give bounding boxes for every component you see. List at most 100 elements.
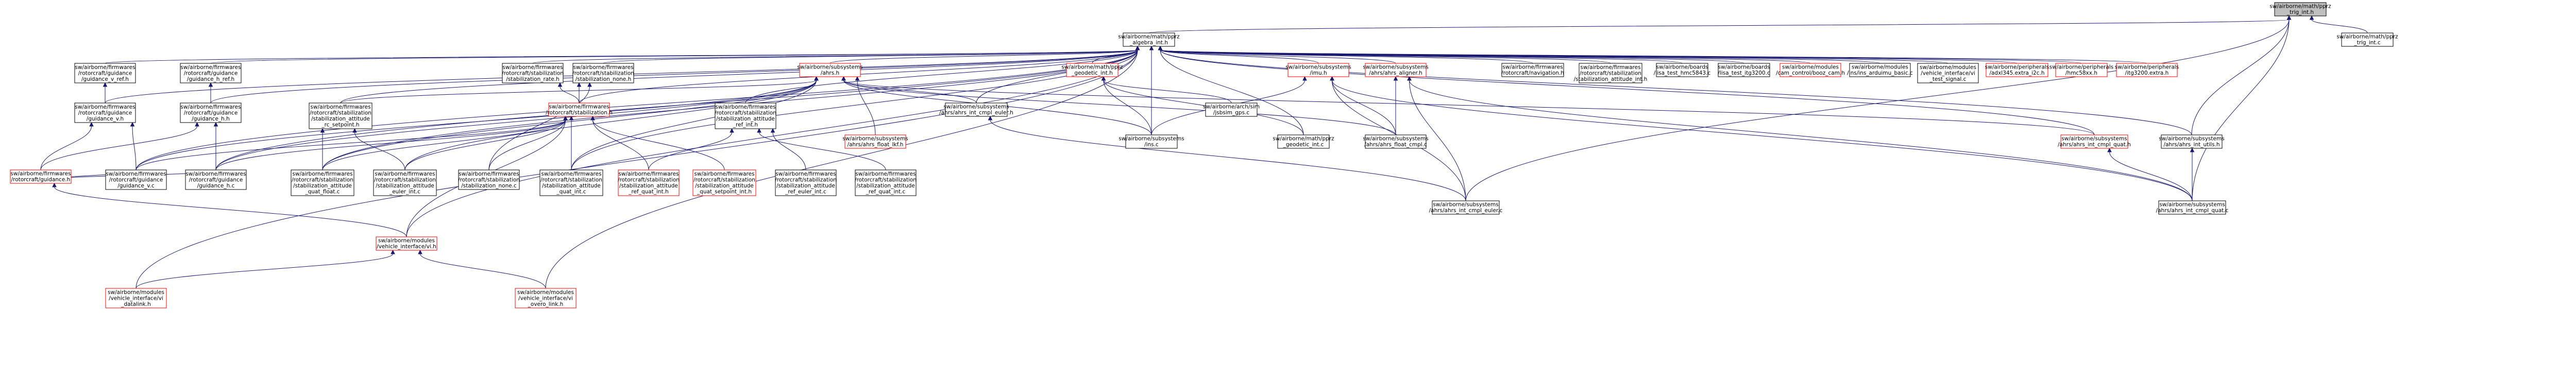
node-label-line: _quat_int.c	[556, 189, 586, 195]
graph-node-guidance-h[interactable]: sw/airborne/firmwares/rotorcraft/guidanc…	[10, 169, 72, 184]
node-box	[2060, 134, 2128, 149]
node-label-line: sw/airborne/boards	[1656, 64, 1708, 71]
node-label-line: /rotorcraft/stabilization.h	[546, 110, 613, 116]
graph-node-stab-rate-h[interactable]: sw/airborne/firmwares/rotorcraft/stabili…	[502, 63, 564, 83]
node-box	[572, 63, 634, 83]
node-label-line: sw/airborne/subsystems	[1363, 64, 1428, 71]
node-label-line: sw/airborne/arch/sim	[1203, 104, 1260, 110]
graph-node-guid-h-h[interactable]: sw/airborne/firmwares/rotorcraft/guidanc…	[180, 102, 242, 123]
dependency-edge	[2309, 15, 2368, 33]
graph-node-algebra-int-h[interactable]: sw/airborne/math/pprz_algebra_int.h	[1118, 32, 1180, 47]
node-box	[1123, 32, 1175, 47]
node-label-line: /guidance_h.c	[197, 183, 235, 189]
graph-node-guid-v-c[interactable]: sw/airborne/firmwares/rotorcraft/guidanc…	[105, 169, 167, 190]
graph-node-vi-overo-link-h[interactable]: sw/airborne/modules/vehicle_interface/vi…	[515, 288, 577, 308]
graph-node-ahrs-int-cmpl-quat-h[interactable]: sw/airborne/subsystems/ahrs/ahrs_int_cmp…	[2058, 134, 2131, 149]
node-label-line: /jsbsim_gps.c	[1213, 110, 1250, 116]
node-label-line: /rotorcraft/stabilization	[458, 177, 520, 183]
graph-node-lpc21-gps[interactable]: sw/airborne/arch/sim/jsbsim_gps.c	[1203, 102, 1260, 117]
graph-node-guid-v-h[interactable]: sw/airborne/firmwares/rotorcraft/guidanc…	[74, 102, 136, 123]
node-label-line: _algebra_int.h	[1129, 40, 1168, 46]
graph-node-geodetic-int-h[interactable]: sw/airborne/math/pprz_geodetic_int.h	[1061, 63, 1123, 77]
node-label-line: _rc_setpoint.h	[321, 122, 359, 128]
graph-node-cam-boost[interactable]: sw/airborne/modules/cam_control/booz_cam…	[1776, 63, 1845, 77]
node-label-line: sw/airborne/modules	[108, 289, 164, 296]
node-box	[185, 169, 247, 190]
graph-node-vi-h[interactable]: sw/airborne/modules/vehicle_interface/vi…	[376, 236, 437, 251]
node-label-line: /rotorcraft/stabilization	[715, 110, 776, 116]
node-box	[458, 169, 520, 190]
graph-node-stabilization-h[interactable]: sw/airborne/firmwares/rotorcraft/stabili…	[546, 102, 613, 117]
graph-node-stab-att-quat-sp-int-h[interactable]: sw/airborne/firmwares/rotorcraft/stabili…	[692, 169, 756, 196]
node-box	[376, 236, 437, 251]
graph-node-ahrs-int-cmpl-euler-c[interactable]: sw/airborne/subsystems/ahrs/ahrs_int_cmp…	[1429, 200, 1503, 215]
graph-node-guid-h-c[interactable]: sw/airborne/firmwares/rotorcraft/guidanc…	[185, 169, 247, 190]
node-box	[692, 169, 756, 196]
graph-node-ahrs-h[interactable]: sw/airborne/subsystems/ahrs.h	[797, 63, 863, 77]
node-label-line: /stabilization_rate.h	[506, 76, 560, 82]
node-label-line: sw/airborne/firmwares	[375, 171, 435, 177]
node-label-line: sw/airborne/firmwares	[180, 64, 241, 71]
graph-node-hmc5843-test[interactable]: sw/airborne/boards/lisa_test_hmc5843.c	[1654, 63, 1711, 77]
node-label-line: /guidance_h_ref.h	[187, 76, 234, 82]
node-label-line: /ahrs/ahrs_int_cmpl_quat.c	[2156, 208, 2229, 214]
graph-node-ahrs-float-lkf[interactable]: sw/airborne/subsystems/ahrs/ahrs_float_l…	[842, 134, 908, 149]
node-label-line: /stabilization_attitude	[856, 183, 915, 189]
graph-node-trig-int-c[interactable]: sw/airborne/math/pprz_trig_int.c	[2336, 32, 2398, 47]
graph-node-stab-none-h[interactable]: sw/airborne/firmwares/rotorcraft/stabili…	[572, 63, 634, 83]
dependency-edge	[1158, 45, 1304, 135]
dependency-edge	[105, 45, 1140, 64]
graph-node-stab-att-quat-int-c[interactable]: sw/airborne/firmwares/rotorcraft/stabili…	[539, 169, 603, 196]
node-label-line: /rotorcraft/stabilization	[1580, 70, 1641, 76]
graph-node-guid-v-ref-h[interactable]: sw/airborne/firmwares/rotorcraft/guidanc…	[74, 63, 136, 83]
node-box	[1432, 200, 1500, 215]
graph-node-stab-att-ref-euler-int-c[interactable]: sw/airborne/firmwares/rotorcraft/stabili…	[775, 169, 837, 196]
node-label-line: sw/airborne/subsystems	[2159, 136, 2224, 142]
node-label-line: _datalink.h	[121, 301, 150, 307]
node-box	[945, 102, 1008, 117]
graph-node-hmc58xx[interactable]: sw/airborne/peripherals/hmc58xx.h	[2049, 63, 2113, 77]
node-box	[1849, 63, 1911, 77]
node-box	[1579, 63, 1642, 83]
graph-node-stab-att-ref-quat-int-c[interactable]: sw/airborne/firmwares/rotorcraft/stabili…	[855, 169, 917, 196]
graph-node-stab-att-ref-int-h[interactable]: sw/airborne/firmwares/rotorcraft/stabili…	[715, 102, 776, 129]
graph-node-imu-h[interactable]: sw/airborne/subsystems/imu.h	[1285, 63, 1351, 77]
graph-node-geodetic-int-c[interactable]: sw/airborne/math/pprz_geodetic_int.c	[1273, 134, 1334, 149]
graph-node-ahrs-float-cmpl-c[interactable]: sw/airborne/subsystems/ahrs/ahrs_float_c…	[1363, 134, 1429, 149]
graph-node-stab-att-rc-sp-h[interactable]: sw/airborne/firmwares/rotorcraft/stabili…	[309, 102, 372, 129]
node-box	[2161, 134, 2223, 149]
graph-node-navigation-h[interactable]: sw/airborne/firmwares/rotorcraft/navigat…	[1501, 63, 1564, 77]
graph-node-adxl345-i2c[interactable]: sw/airborne/peripherals/adxl345.extra_i2…	[1985, 63, 2049, 77]
node-label-line: sw/airborne/subsystems	[1118, 136, 1184, 142]
node-label-line: /rotorcraft/stabilization	[292, 177, 353, 183]
node-label-line: sw/airborne/modules	[1782, 64, 1839, 71]
graph-node-vi-datalink-h[interactable]: sw/airborne/modules/vehicle_interface/vi…	[105, 288, 167, 308]
graph-node-stab-none-c[interactable]: sw/airborne/firmwares/rotorcraft/stabili…	[458, 169, 520, 190]
graph-node-ins-c[interactable]: sw/airborne/subsystems/ins.c	[1118, 134, 1184, 149]
graph-node-ahrs-int-utils-h[interactable]: sw/airborne/subsystems/ahrs/ahrs_int_uti…	[2159, 134, 2225, 149]
graph-node-stab-att-quat-float-c[interactable]: sw/airborne/firmwares/rotorcraft/stabili…	[291, 169, 354, 196]
node-label-line: sw/airborne/subsystems	[2061, 136, 2127, 142]
node-label-line: /rotorcraft/guidance	[184, 70, 238, 76]
graph-node-guid-h-ref-h[interactable]: sw/airborne/firmwares/rotorcraft/guidanc…	[180, 63, 242, 83]
graph-node-ahrs-int-cmpl-euler-h[interactable]: sw/airborne/subsystems/ahrs/ahrs_int_cmp…	[939, 102, 1013, 117]
graph-node-itg3200-extra[interactable]: sw/airborne/peripherals/itg3200.extra.h	[2115, 63, 2179, 77]
graph-node-ahrs-int-cmpl-quat-c[interactable]: sw/airborne/subsystems/ahrs/ahrs_int_cmp…	[2156, 200, 2229, 215]
dependency-edge	[829, 45, 1140, 64]
node-label-line: _ref_quat_int.c	[866, 189, 906, 195]
graph-node-stab-att-int-h[interactable]: sw/airborne/firmwares/rotorcraft/stabili…	[1574, 63, 1648, 83]
graph-node-ins-arduimu[interactable]: sw/airborne/modules/ins/ins_arduimu_basi…	[1847, 63, 1913, 77]
node-label-line: /vehicle_interface/vi.h	[377, 244, 436, 250]
graph-node-stab-att-euler-int-c[interactable]: sw/airborne/firmwares/rotorcraft/stabili…	[373, 169, 437, 196]
dependency-edge	[571, 76, 819, 170]
node-box	[180, 63, 242, 83]
graph-node-trig-int-h[interactable]: sw/airborne/math/pprz_trig_int.h	[2269, 2, 2331, 16]
graph-node-test-signal[interactable]: sw/airborne/modules/vehicle_interface/vi…	[1917, 63, 1979, 83]
dependency-edge	[2107, 147, 2193, 201]
graph-node-stab-att-ref-quat-int-h[interactable]: sw/airborne/firmwares/rotorcraft/stabili…	[618, 169, 680, 196]
node-label-line: sw/airborne/math/pprz	[1118, 34, 1180, 40]
graph-node-ahrs-aligner-h[interactable]: sw/airborne/subsystems/ahrs/ahrs_aligner…	[1363, 63, 1429, 77]
node-label-line: /adxl345.extra_i2c.h	[1989, 70, 2044, 76]
graph-node-itg3200-test[interactable]: sw/airborne/boards/lisa_test_itg3200.c	[1718, 63, 1770, 77]
